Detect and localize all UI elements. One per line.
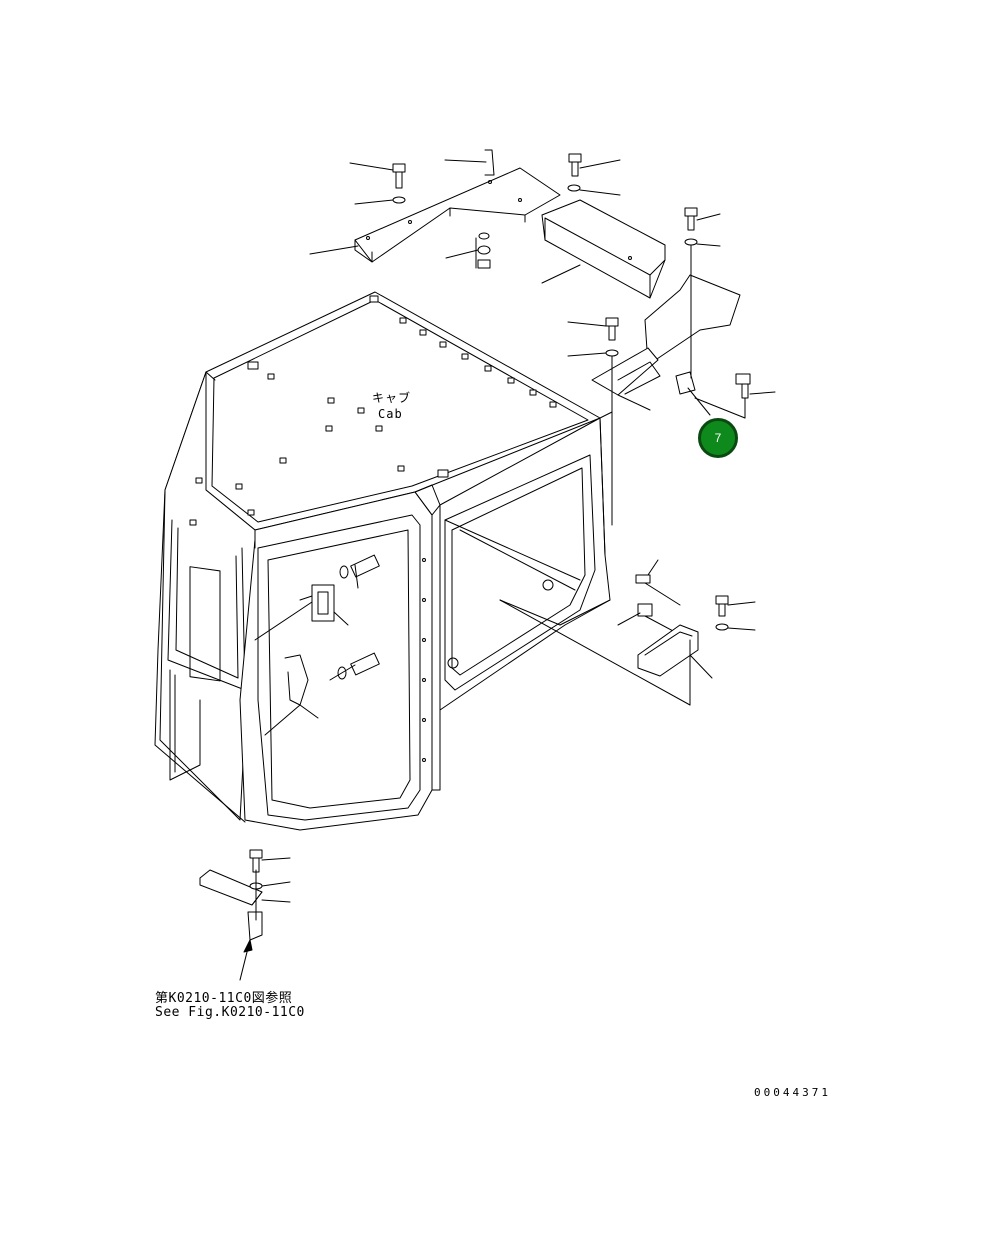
bottom-left-part [199,849,291,941]
leader-lines-right [499,599,691,706]
right-mount-fasteners [567,207,776,526]
cab-label-japanese: キャブ [372,391,412,405]
top-left-fasteners [349,149,495,269]
right-mount-plate [591,274,741,416]
reference-arrow [239,939,253,981]
figure-reference: See Fig.K0210-11C0 [155,1005,305,1020]
part-callout-badge[interactable]: 7 [698,418,738,458]
top-left-bracket [309,167,561,263]
part-callout-number: 7 [714,431,722,445]
figure-reference-japanese: 第K0210-11C0図参照 [155,991,293,1006]
door-latch-assembly [254,554,380,641]
roof-fasteners [189,295,557,526]
drawing-number: 00044371 [754,1086,831,1099]
top-right-cover-fasteners [567,153,621,196]
cab-front-frame [239,491,433,831]
right-lower-fasteners [715,595,756,631]
door-hinge-assembly [264,652,380,736]
cab-left-side [154,371,256,823]
right-lower-cover [637,624,713,706]
top-right-cover [541,199,666,299]
cab-right-opening [439,411,613,711]
cab-label: Cab [378,407,403,421]
